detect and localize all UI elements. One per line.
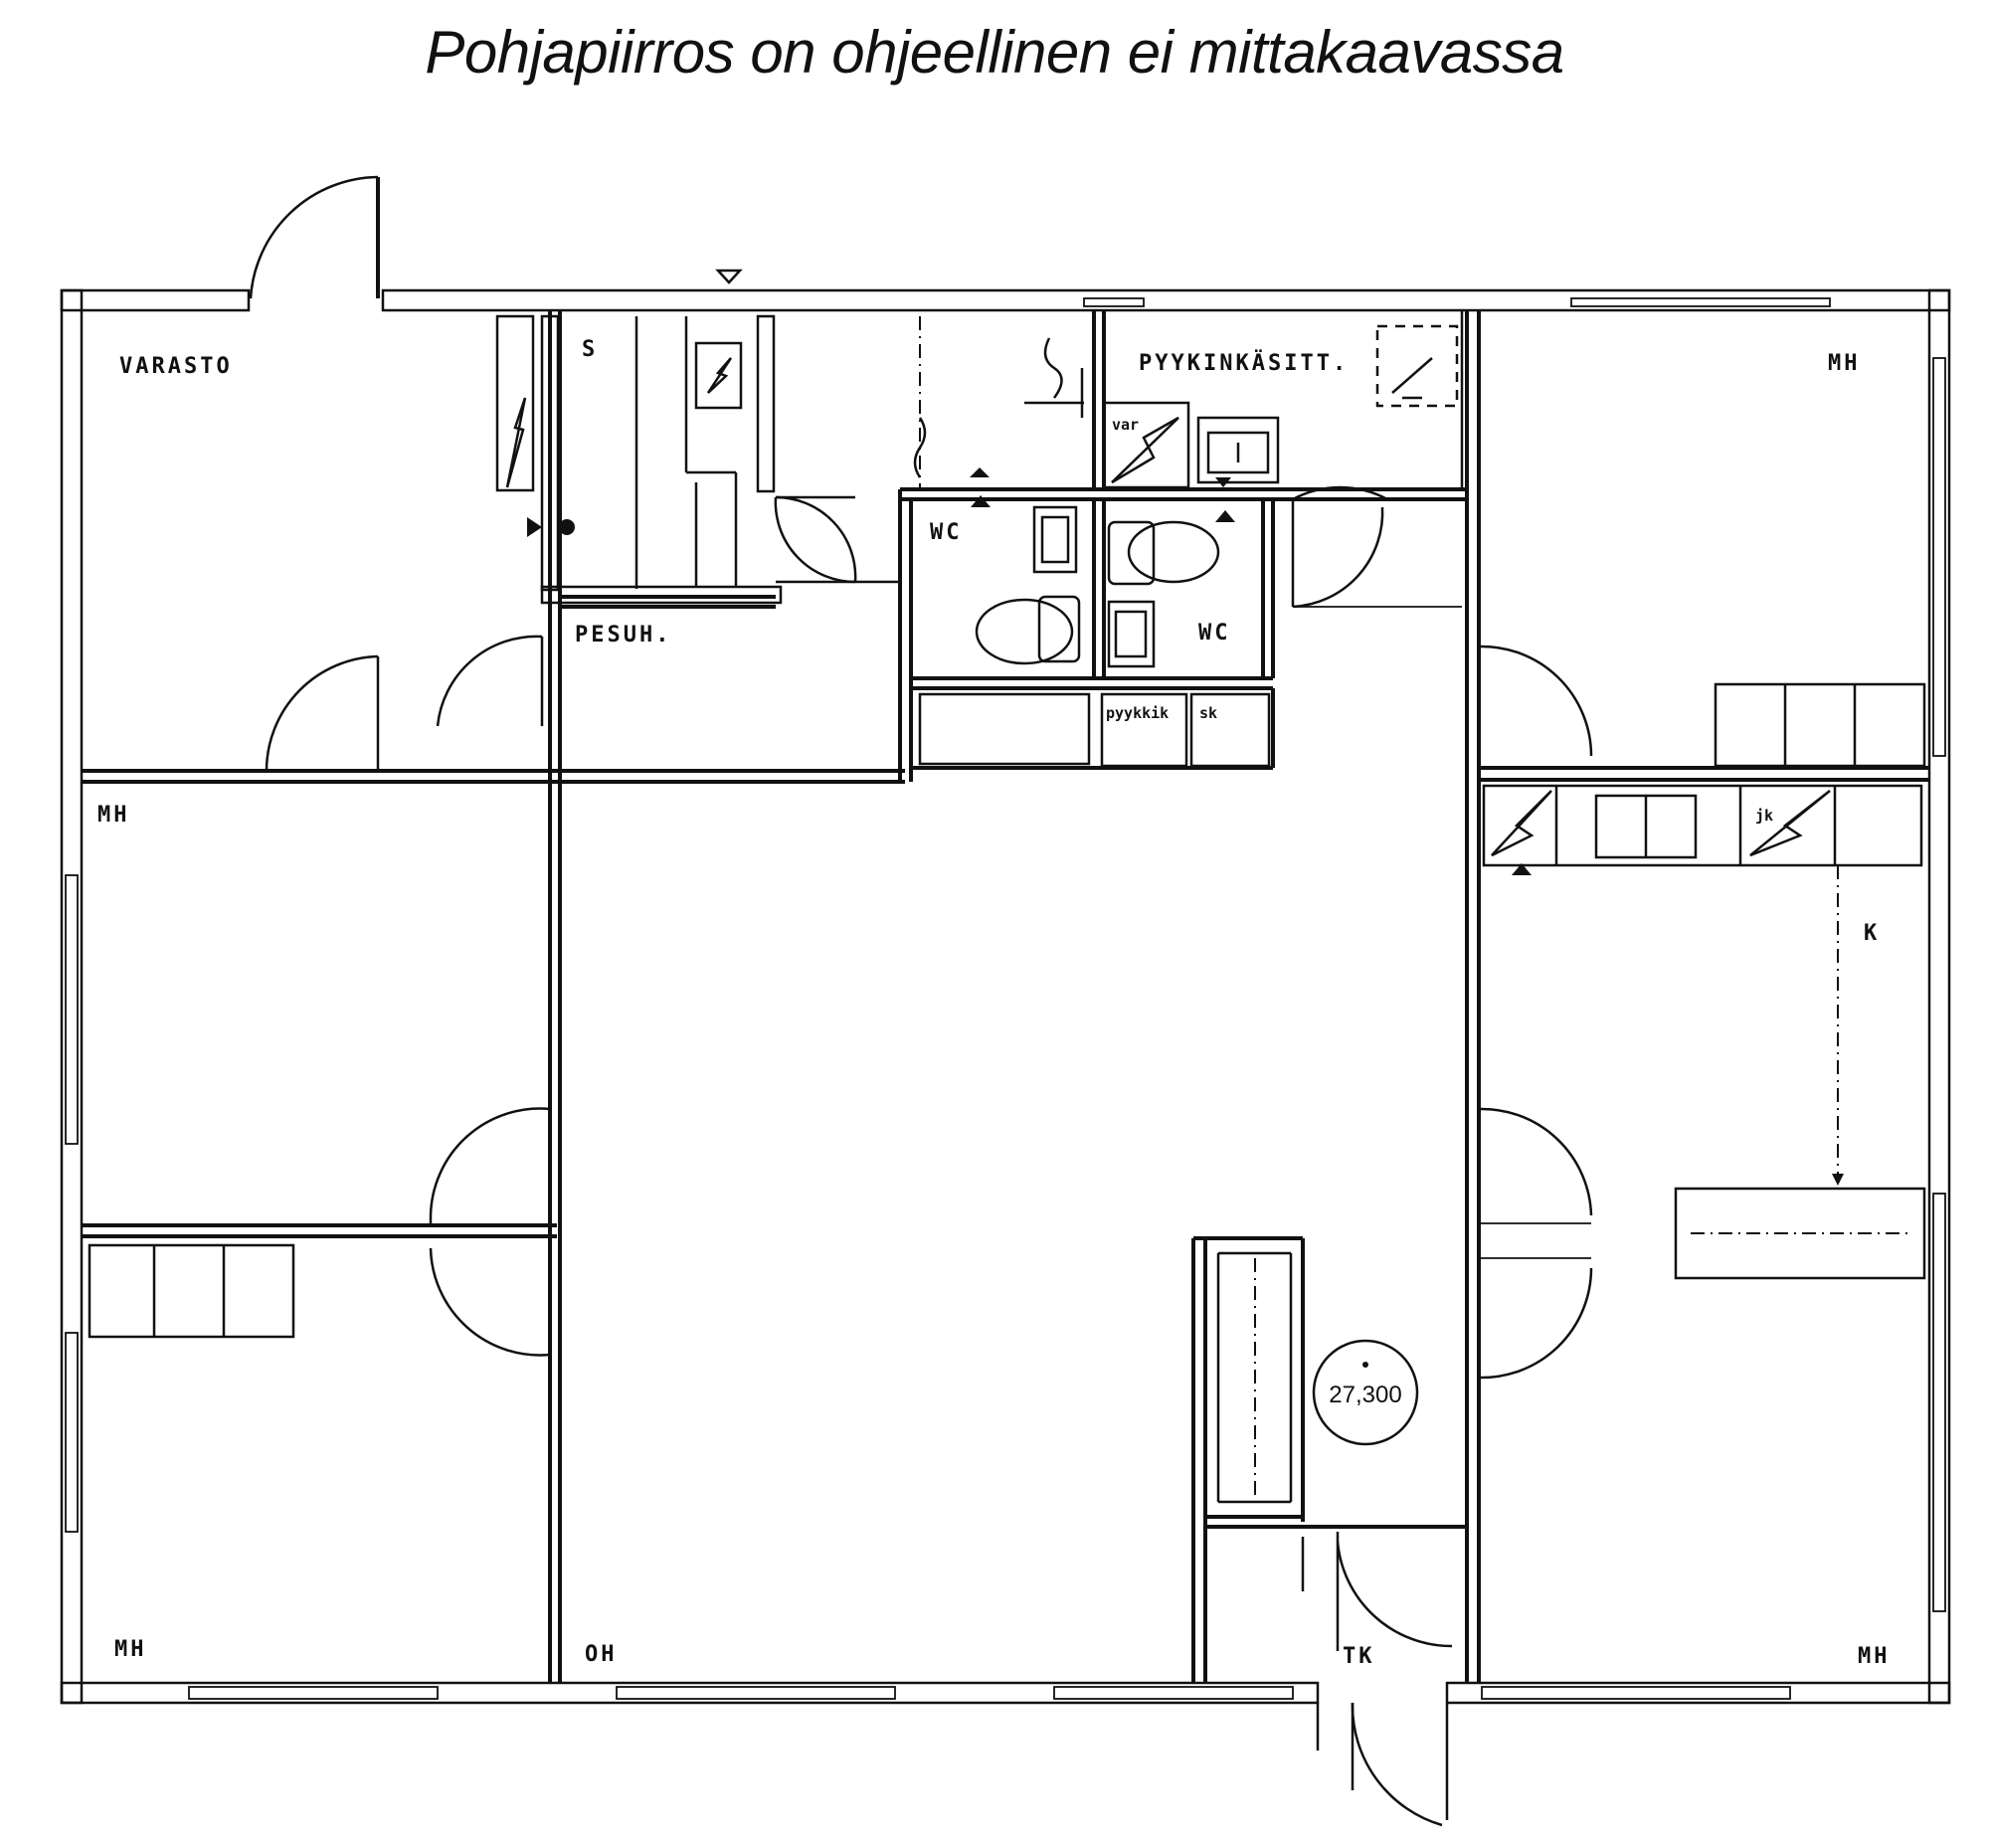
room-label-mh-top-right: MH bbox=[1828, 351, 1861, 376]
label-sk: sk bbox=[1199, 704, 1217, 722]
plan-title: Pohjapiirros on ohjeellinen ei mittakaav… bbox=[425, 19, 1564, 86]
label-jk: jk bbox=[1755, 807, 1773, 825]
wc-door-right bbox=[1291, 485, 1462, 609]
height-marker-value: 27,300 bbox=[1329, 1382, 1401, 1408]
wardrobes bbox=[88, 682, 1926, 1339]
room-label-varasto: VARASTO bbox=[119, 354, 233, 379]
room-label-k: K bbox=[1864, 921, 1880, 946]
room-label-wc-left: WC bbox=[930, 520, 963, 545]
sauna-door bbox=[774, 495, 900, 584]
room-label-pyykinkasitt: PYYKINKÄSITT. bbox=[1139, 350, 1349, 376]
label-var: var bbox=[1112, 416, 1139, 434]
exterior-walls bbox=[60, 288, 1951, 1705]
room-label-mh-bottom-left: MH bbox=[114, 1637, 147, 1662]
sauna-walls bbox=[495, 314, 783, 605]
interior-doors bbox=[265, 635, 1593, 1827]
wc-left-fixtures bbox=[971, 495, 1081, 665]
triangle-marker bbox=[715, 269, 743, 284]
room-label-mh-bottom-right: MH bbox=[1858, 1644, 1891, 1669]
room-label-tk: TK bbox=[1343, 1644, 1375, 1669]
room-label-mh-left: MH bbox=[97, 803, 130, 828]
wc-right-fixtures bbox=[1107, 510, 1235, 668]
interior-walls bbox=[82, 310, 1929, 1683]
room-label-oh: OH bbox=[585, 1642, 618, 1667]
room-label-sauna: S bbox=[582, 337, 598, 362]
room-label-pesuh: PESUH. bbox=[575, 623, 671, 647]
room-label-wc-right: WC bbox=[1198, 621, 1231, 646]
entrance-door-top bbox=[249, 175, 380, 299]
kitchen-fixtures bbox=[1482, 784, 1926, 1280]
height-marker bbox=[1312, 1339, 1419, 1446]
storage-cabinets bbox=[918, 692, 1271, 768]
laundry-fixtures bbox=[913, 316, 1459, 489]
label-pyykkik: pyykkik bbox=[1106, 704, 1169, 722]
